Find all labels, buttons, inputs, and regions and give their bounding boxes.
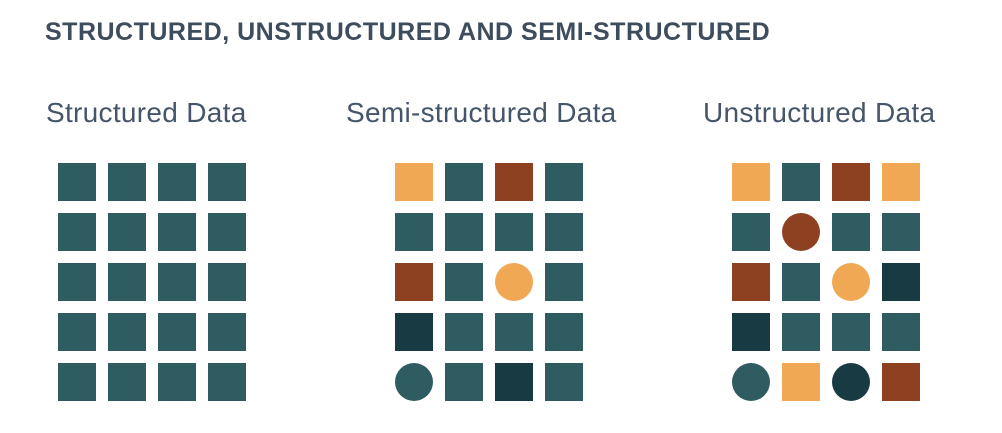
data-square xyxy=(445,263,483,301)
data-square xyxy=(832,213,870,251)
data-square xyxy=(882,213,920,251)
data-square xyxy=(58,363,96,401)
data-square xyxy=(445,313,483,351)
data-square xyxy=(108,313,146,351)
semi-structured-grid xyxy=(395,163,583,401)
data-square xyxy=(395,313,433,351)
data-square xyxy=(395,213,433,251)
data-square xyxy=(208,263,246,301)
data-square xyxy=(208,163,246,201)
data-square xyxy=(58,213,96,251)
data-square xyxy=(158,313,196,351)
data-square xyxy=(158,163,196,201)
data-square xyxy=(545,213,583,251)
data-circle xyxy=(782,213,820,251)
data-circle xyxy=(832,263,870,301)
data-square xyxy=(208,363,246,401)
data-circle xyxy=(832,363,870,401)
data-square xyxy=(732,313,770,351)
data-square xyxy=(545,313,583,351)
panel-label-unstructured: Unstructured Data xyxy=(703,97,936,128)
data-square xyxy=(208,213,246,251)
data-square xyxy=(108,363,146,401)
panel-label-semi-structured: Semi-structured Data xyxy=(346,97,617,128)
data-square xyxy=(545,363,583,401)
data-square xyxy=(445,363,483,401)
data-square xyxy=(58,313,96,351)
data-square xyxy=(445,213,483,251)
data-circle xyxy=(395,363,433,401)
data-circle xyxy=(495,263,533,301)
data-square xyxy=(882,313,920,351)
data-square xyxy=(158,213,196,251)
data-square xyxy=(832,313,870,351)
data-circle xyxy=(732,363,770,401)
data-square xyxy=(495,363,533,401)
data-square xyxy=(108,163,146,201)
diagram-title: STRUCTURED, UNSTRUCTURED AND SEMI-STRUCT… xyxy=(45,18,771,46)
data-square xyxy=(782,263,820,301)
data-square xyxy=(208,313,246,351)
data-square xyxy=(108,213,146,251)
data-square xyxy=(158,363,196,401)
data-square xyxy=(395,263,433,301)
data-square xyxy=(545,163,583,201)
data-square xyxy=(832,163,870,201)
data-square xyxy=(782,313,820,351)
data-square xyxy=(782,163,820,201)
data-square xyxy=(495,313,533,351)
data-square xyxy=(782,363,820,401)
data-square xyxy=(58,163,96,201)
data-square xyxy=(882,363,920,401)
data-square xyxy=(882,163,920,201)
data-square xyxy=(545,263,583,301)
structured-grid xyxy=(58,163,246,401)
data-square xyxy=(445,163,483,201)
data-square xyxy=(495,213,533,251)
data-square xyxy=(732,263,770,301)
data-square xyxy=(158,263,196,301)
data-square xyxy=(732,163,770,201)
panel-label-structured: Structured Data xyxy=(46,97,247,128)
unstructured-grid xyxy=(732,163,920,401)
data-square xyxy=(58,263,96,301)
data-square xyxy=(108,263,146,301)
data-square xyxy=(395,163,433,201)
data-square xyxy=(882,263,920,301)
data-square xyxy=(495,163,533,201)
data-square xyxy=(732,213,770,251)
